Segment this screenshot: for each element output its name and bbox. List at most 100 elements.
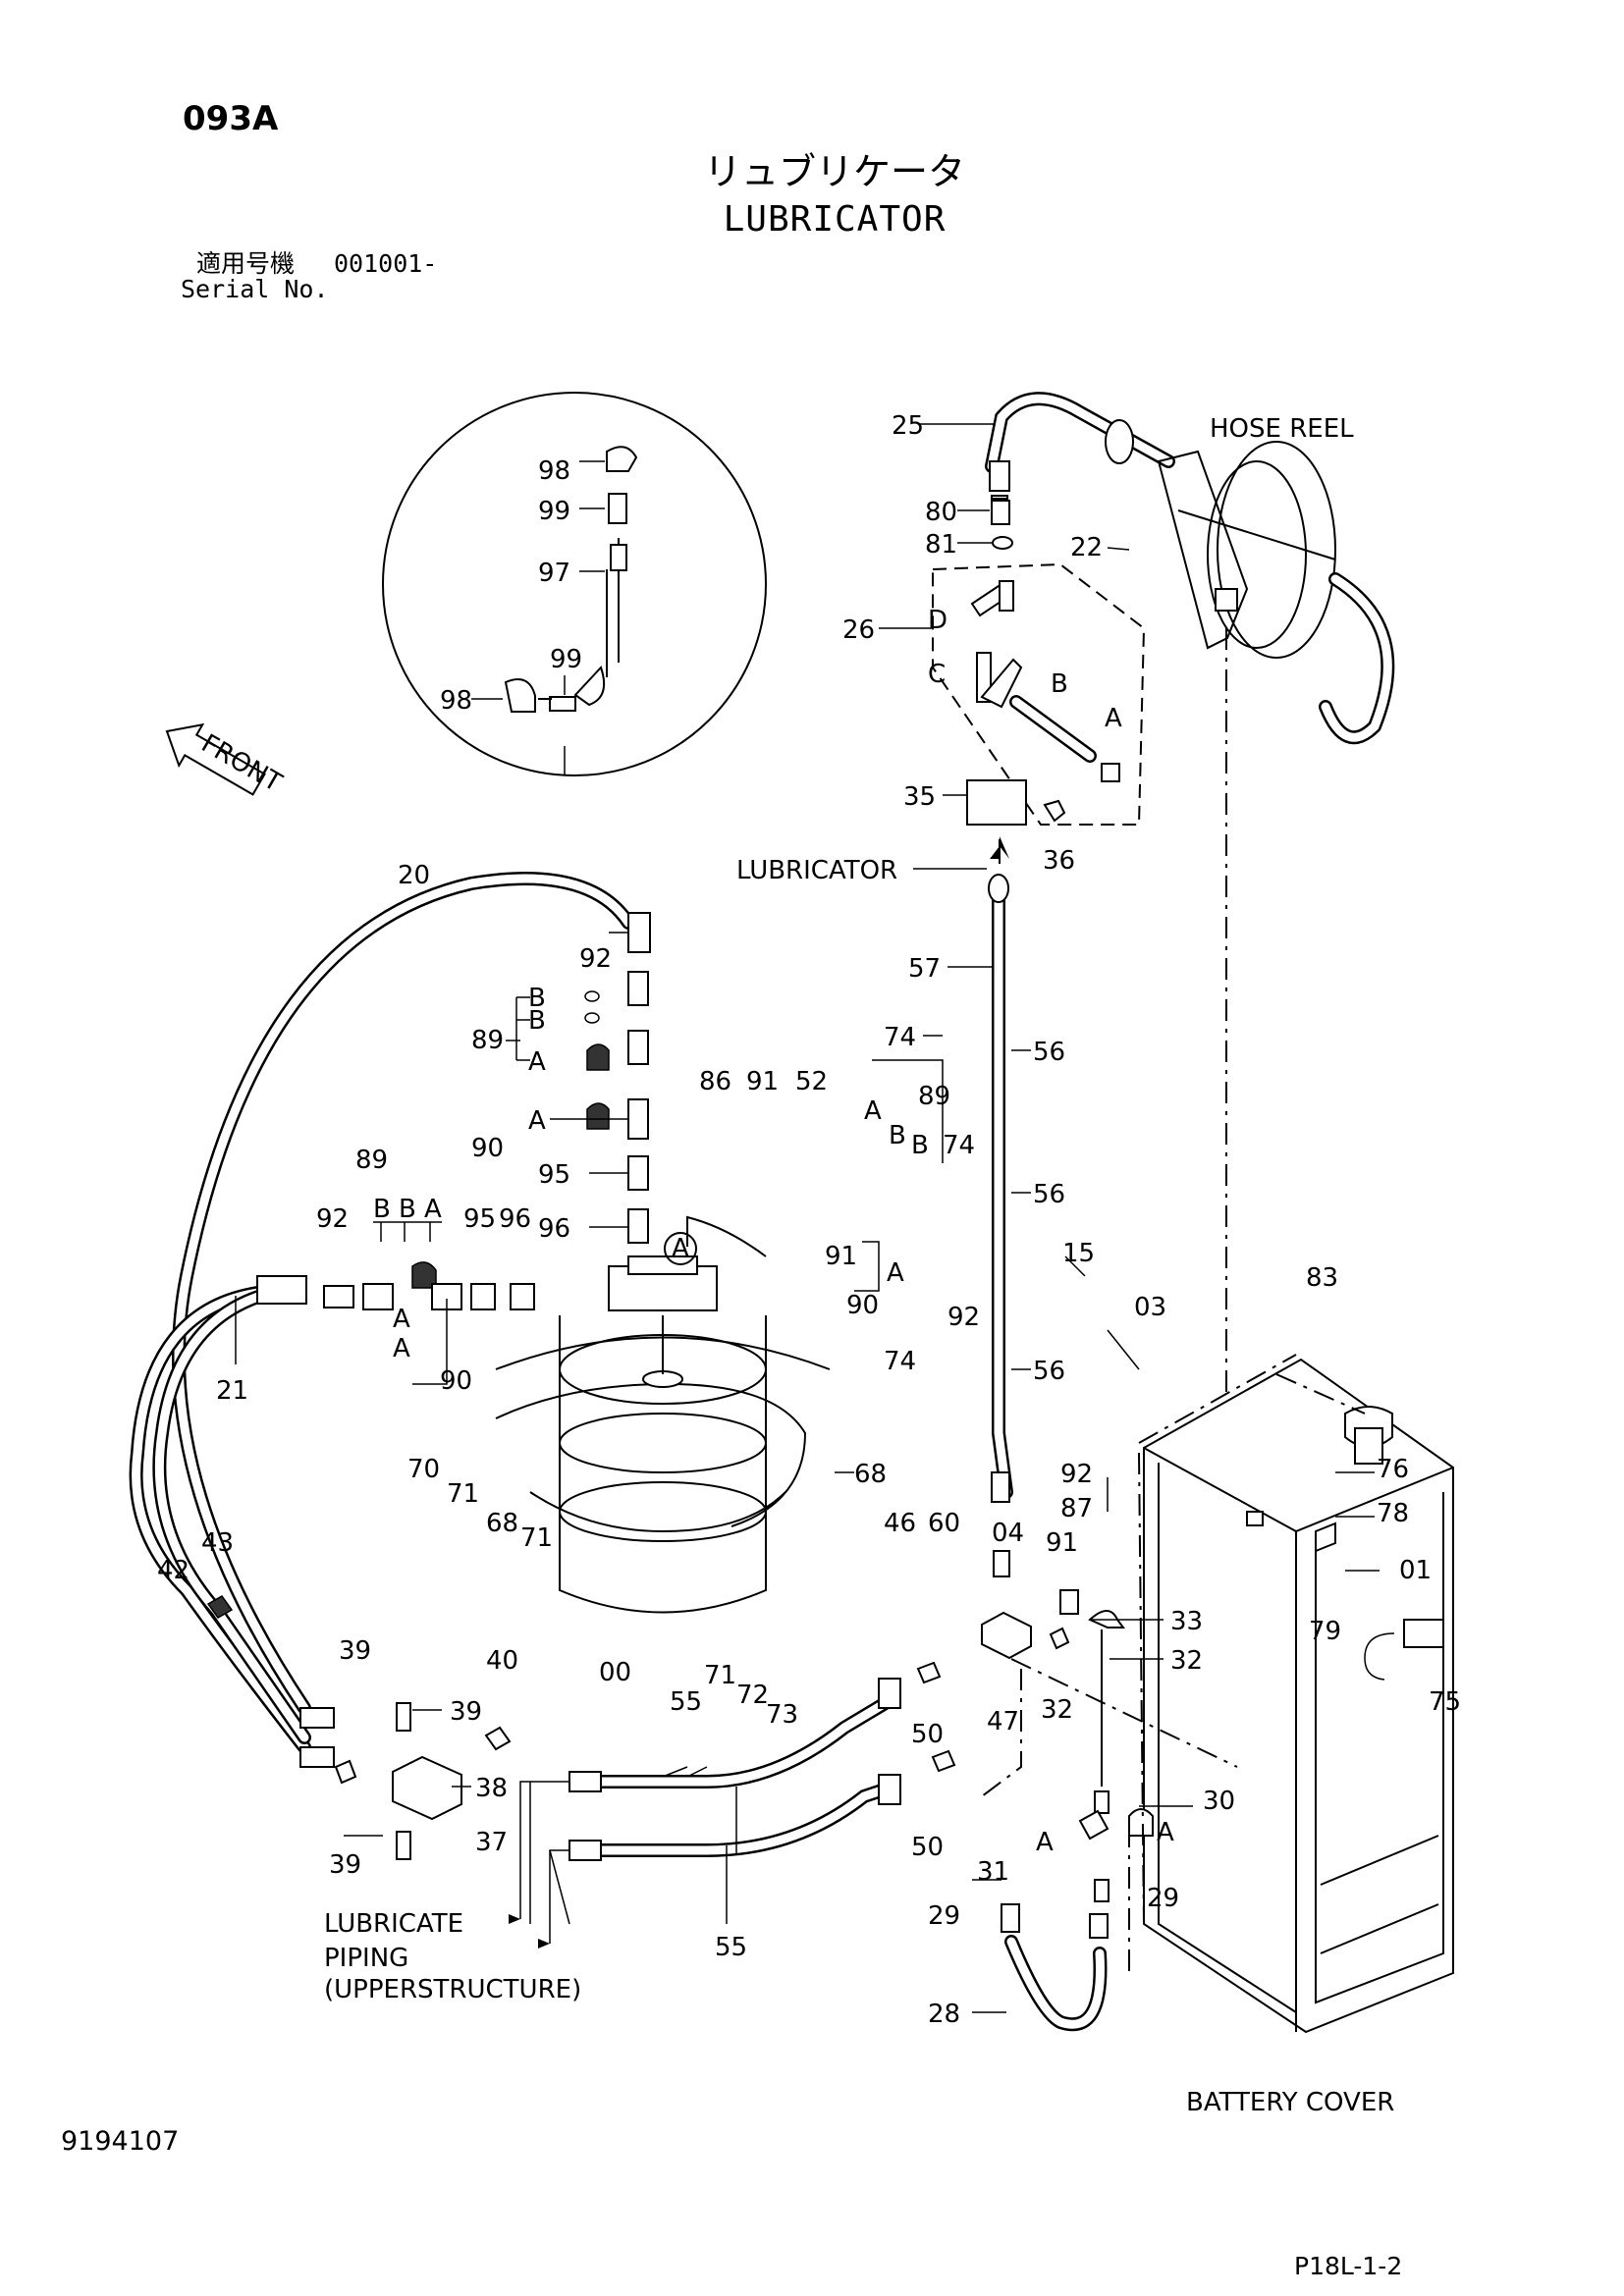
page-reference: P18L-1-2 xyxy=(1294,2252,1403,2280)
hose-reel-group xyxy=(985,392,1395,1394)
label-00: 00 xyxy=(599,1658,631,1687)
label-90: 90 xyxy=(471,1134,504,1163)
label-03: 03 xyxy=(1134,1293,1166,1322)
label-40: 40 xyxy=(486,1646,518,1676)
label-a: A xyxy=(393,1305,410,1334)
hose-20-21 xyxy=(129,872,635,1754)
label-31: 31 xyxy=(977,1857,1009,1887)
label-36: 36 xyxy=(1043,846,1075,876)
label-68: 68 xyxy=(486,1509,518,1538)
label-b: B xyxy=(1051,669,1068,699)
block-38 xyxy=(206,1595,512,1860)
front-arrow xyxy=(165,722,266,796)
label-04: 04 xyxy=(992,1519,1024,1548)
label-99: 99 xyxy=(550,645,582,674)
label-83: 83 xyxy=(1306,1263,1338,1293)
label-87: 87 xyxy=(1060,1494,1093,1523)
lubricator-label: LUBRICATOR xyxy=(736,856,897,885)
hose-28-assembly xyxy=(1001,1629,1154,2032)
label-b: B xyxy=(889,1121,906,1150)
label-50: 50 xyxy=(911,1720,944,1749)
label-21: 21 xyxy=(216,1376,248,1406)
hose-25-fittings xyxy=(989,460,1013,550)
hose-reel-label: HOSE REEL xyxy=(1210,414,1354,444)
label-92: 92 xyxy=(316,1204,349,1234)
label-38: 38 xyxy=(475,1774,508,1803)
label-a: A xyxy=(393,1334,410,1363)
label-81: 81 xyxy=(925,530,957,560)
label-89: 89 xyxy=(918,1082,950,1111)
label-32: 32 xyxy=(1170,1646,1203,1676)
label-b: B xyxy=(399,1195,416,1224)
battery-cover xyxy=(1143,1358,1454,2034)
label-46: 46 xyxy=(884,1509,916,1538)
label-32: 32 xyxy=(1041,1695,1073,1725)
label-90: 90 xyxy=(846,1291,879,1320)
label-90: 90 xyxy=(440,1366,472,1396)
label-99: 99 xyxy=(538,497,570,526)
label-a: A xyxy=(1157,1818,1174,1847)
upperstructure-label: (UPPERSTRUCTURE) xyxy=(324,1975,581,2004)
label-71: 71 xyxy=(704,1661,736,1690)
label-98: 98 xyxy=(538,456,570,486)
label-70: 70 xyxy=(407,1455,440,1484)
label-a: A xyxy=(1036,1828,1054,1857)
label-96: 96 xyxy=(538,1214,570,1244)
label-92: 92 xyxy=(579,944,612,974)
label-72: 72 xyxy=(736,1681,769,1710)
label-39: 39 xyxy=(329,1850,361,1880)
label-d: D xyxy=(928,606,947,635)
detail-a-callout: A xyxy=(672,1234,689,1263)
label-42: 42 xyxy=(157,1556,189,1585)
label-28: 28 xyxy=(928,2000,960,2029)
label-b: B xyxy=(911,1131,929,1160)
label-78: 78 xyxy=(1377,1499,1409,1528)
label-86: 86 xyxy=(699,1067,731,1096)
label-71: 71 xyxy=(520,1523,553,1553)
label-a: A xyxy=(424,1195,442,1224)
label-15: 15 xyxy=(1062,1239,1095,1268)
label-43: 43 xyxy=(201,1528,234,1558)
label-95: 95 xyxy=(538,1160,570,1190)
label-a: A xyxy=(528,1106,546,1136)
label-97: 97 xyxy=(538,559,570,588)
label-74: 74 xyxy=(943,1131,975,1160)
label-b: B xyxy=(528,1006,546,1036)
label-b: B xyxy=(528,984,546,1013)
label-35: 35 xyxy=(903,782,936,812)
document-number: 9194107 xyxy=(61,2126,180,2157)
label-c: C xyxy=(928,660,946,689)
label-30: 30 xyxy=(1203,1787,1235,1816)
leader-lines xyxy=(235,423,1380,2013)
label-56: 56 xyxy=(1033,1038,1065,1067)
label-74: 74 xyxy=(884,1347,916,1376)
label-22: 22 xyxy=(1070,533,1103,562)
serial-value: 001001- xyxy=(334,249,438,278)
label-a: A xyxy=(528,1047,546,1077)
kit-26-parts xyxy=(970,580,1120,782)
annotations: HOSE REEL LUBRICATOR LUBRICATE PIPING (U… xyxy=(324,414,1394,2117)
label-55: 55 xyxy=(715,1933,747,1962)
label-71: 71 xyxy=(447,1479,479,1509)
label-91: 91 xyxy=(825,1242,857,1271)
label-75: 75 xyxy=(1429,1687,1461,1717)
detail-a-circle xyxy=(382,392,767,776)
bracket-lines xyxy=(373,996,944,1385)
serial-label-english: Serial No. xyxy=(181,275,329,303)
lubricate-label: LUBRICATE xyxy=(324,1909,463,1939)
label-68: 68 xyxy=(854,1460,887,1489)
label-89: 89 xyxy=(471,1026,504,1055)
label-92: 92 xyxy=(947,1303,980,1332)
label-39: 39 xyxy=(339,1636,371,1666)
part-labels: 98 99 97 99 98 25 80 81 22 26 D C B A 35… xyxy=(157,411,1461,2029)
label-01: 01 xyxy=(1399,1556,1432,1585)
label-20: 20 xyxy=(398,861,430,890)
lubricator-tank: A xyxy=(495,1215,831,1614)
label-89: 89 xyxy=(355,1146,388,1175)
label-80: 80 xyxy=(925,498,957,527)
kit-26-outline xyxy=(932,562,1146,826)
label-96: 96 xyxy=(499,1204,531,1234)
label-55: 55 xyxy=(670,1687,702,1717)
routing-lines xyxy=(981,1354,1297,1973)
